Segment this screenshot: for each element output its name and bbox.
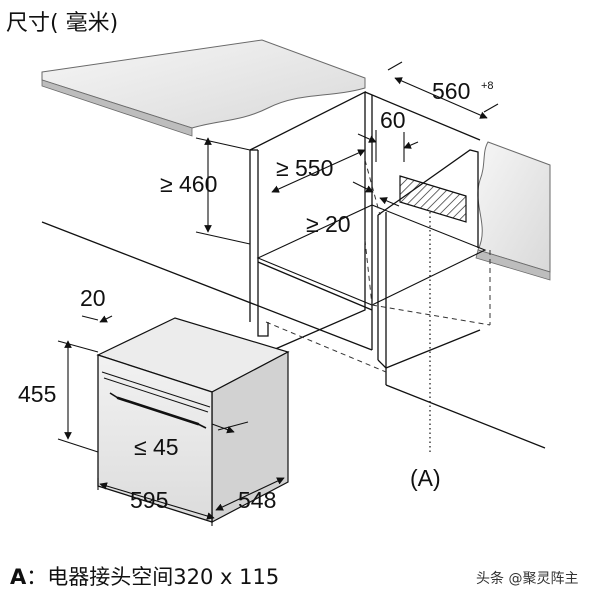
left-countertop	[41, 39, 366, 137]
caption: A：电器接头空间320 x 115	[10, 565, 279, 589]
dim-niche-width: 560	[432, 78, 470, 104]
caption-letter: A	[10, 565, 27, 589]
dim-handle-max: ≤ 45	[134, 434, 179, 460]
dim-front-depth: 20	[80, 285, 106, 311]
connection-space	[399, 175, 467, 455]
dimension-lines	[57, 61, 499, 526]
diagram-title: 尺寸( 毫米)	[6, 11, 118, 36]
dim-height-min: ≥ 460	[160, 171, 217, 197]
dim-appliance-depth: 548	[238, 487, 276, 513]
dim-appliance-height: 455	[18, 381, 56, 407]
caption-text: ：电器接头空间320 x 115	[26, 565, 279, 589]
right-countertop	[475, 141, 551, 281]
dim-gap-min: ≥ 20	[306, 211, 351, 237]
dim-depth-min: ≥ 550	[276, 155, 333, 181]
watermark: 头条 @聚灵阵主	[476, 570, 578, 587]
dim-niche-width-tolerance: +8	[481, 80, 494, 92]
connection-marker: (A)	[410, 465, 441, 491]
dim-appliance-width: 595	[130, 487, 168, 513]
dim-rear-gap: 60	[380, 107, 406, 133]
